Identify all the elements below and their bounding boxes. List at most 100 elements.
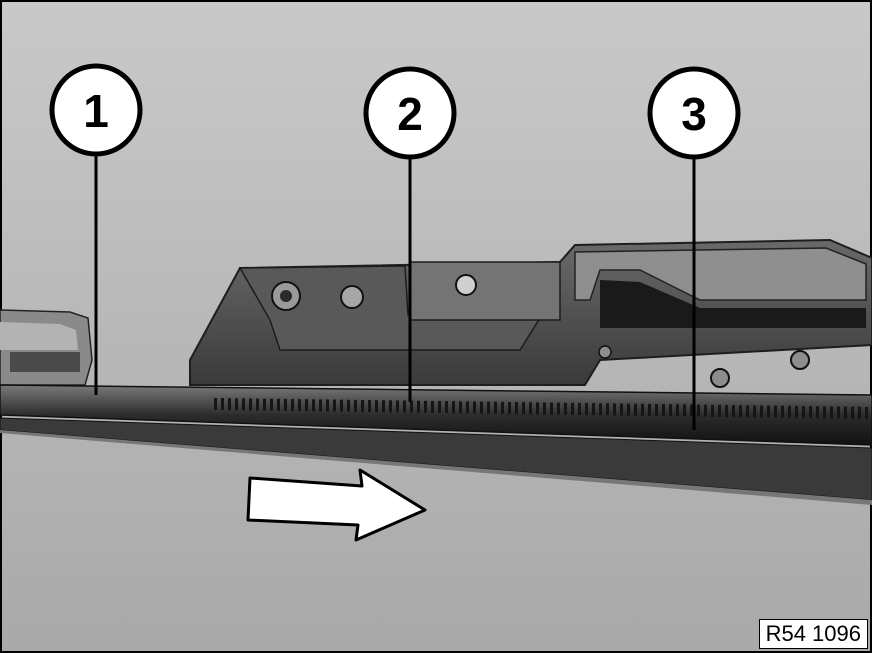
tooth — [648, 403, 651, 416]
tooth — [396, 400, 399, 413]
tooth — [312, 399, 315, 412]
tooth — [501, 401, 504, 414]
tooth — [585, 403, 588, 416]
callout-3: 3 — [647, 66, 741, 430]
callout-1-label: 1 — [83, 85, 109, 137]
tooth — [739, 405, 742, 418]
tooth — [340, 399, 343, 412]
direction-arrow — [246, 468, 427, 542]
tooth — [704, 404, 707, 417]
tooth — [711, 404, 714, 417]
tooth — [830, 406, 833, 419]
tooth — [634, 403, 637, 416]
tooth — [599, 403, 602, 416]
tooth — [389, 400, 392, 413]
reference-code: R54 1096 — [758, 619, 868, 649]
tooth — [669, 404, 672, 417]
tooth — [676, 404, 679, 417]
tooth — [452, 401, 455, 414]
callout-2-label: 2 — [397, 88, 423, 140]
tooth — [816, 406, 819, 419]
tooth — [564, 402, 567, 415]
tooth — [473, 401, 476, 414]
tooth — [410, 400, 413, 413]
tooth — [732, 405, 735, 418]
tooth — [221, 398, 224, 411]
tooth — [543, 402, 546, 415]
tooth — [683, 404, 686, 417]
tooth — [256, 398, 259, 411]
tooth — [298, 399, 301, 412]
tooth — [235, 398, 238, 411]
tooth — [431, 400, 434, 413]
tooth — [788, 405, 791, 418]
tooth — [445, 401, 448, 414]
tooth — [725, 404, 728, 417]
tooth — [746, 405, 749, 418]
tooth — [627, 403, 630, 416]
tooth — [242, 398, 245, 411]
tooth — [781, 405, 784, 418]
tooth — [809, 406, 812, 419]
tooth — [284, 398, 287, 411]
tooth — [865, 406, 868, 419]
tooth — [277, 398, 280, 411]
callout-3-label: 3 — [681, 88, 707, 140]
tooth — [837, 406, 840, 419]
tooth — [228, 398, 231, 411]
tooth — [620, 403, 623, 416]
serrated-retaining-strip — [214, 397, 868, 419]
tooth — [851, 406, 854, 419]
tooth — [438, 401, 441, 414]
tooth — [347, 399, 350, 412]
tooth — [375, 400, 378, 413]
tooth — [767, 405, 770, 418]
wiper-blade-rail — [0, 384, 872, 505]
tooth — [361, 399, 364, 412]
tooth — [424, 400, 427, 413]
tooth — [508, 401, 511, 414]
tooth — [655, 404, 658, 417]
tooth — [319, 399, 322, 412]
tooth — [522, 402, 525, 415]
tooth — [690, 404, 693, 417]
tooth — [417, 400, 420, 413]
tooth — [333, 399, 336, 412]
tooth — [760, 405, 763, 418]
tooth — [823, 406, 826, 419]
tooth — [326, 399, 329, 412]
tooth — [753, 405, 756, 418]
callout-1: 1 — [49, 63, 143, 395]
tooth — [613, 403, 616, 416]
tooth — [305, 399, 308, 412]
tooth — [802, 406, 805, 419]
tooth — [515, 402, 518, 415]
tooth — [536, 402, 539, 415]
tooth — [550, 402, 553, 415]
tooth — [795, 405, 798, 418]
tooth — [844, 406, 847, 419]
tooth — [494, 401, 497, 414]
tooth — [291, 399, 294, 412]
tooth — [718, 404, 721, 417]
tooth — [249, 398, 252, 411]
tooth — [606, 403, 609, 416]
tooth — [578, 402, 581, 415]
wiper-end-cap — [0, 309, 93, 386]
tooth — [697, 404, 700, 417]
tooth — [592, 403, 595, 416]
tooth — [571, 402, 574, 415]
wiper-arm-bracket — [189, 238, 872, 388]
tooth — [368, 400, 371, 413]
tooth — [641, 403, 644, 416]
tooth — [466, 401, 469, 414]
tooth — [480, 401, 483, 414]
tooth — [354, 399, 357, 412]
tooth — [403, 400, 406, 413]
tooth — [557, 402, 560, 415]
tooth — [774, 405, 777, 418]
tooth — [487, 401, 490, 414]
tooth — [459, 401, 462, 414]
